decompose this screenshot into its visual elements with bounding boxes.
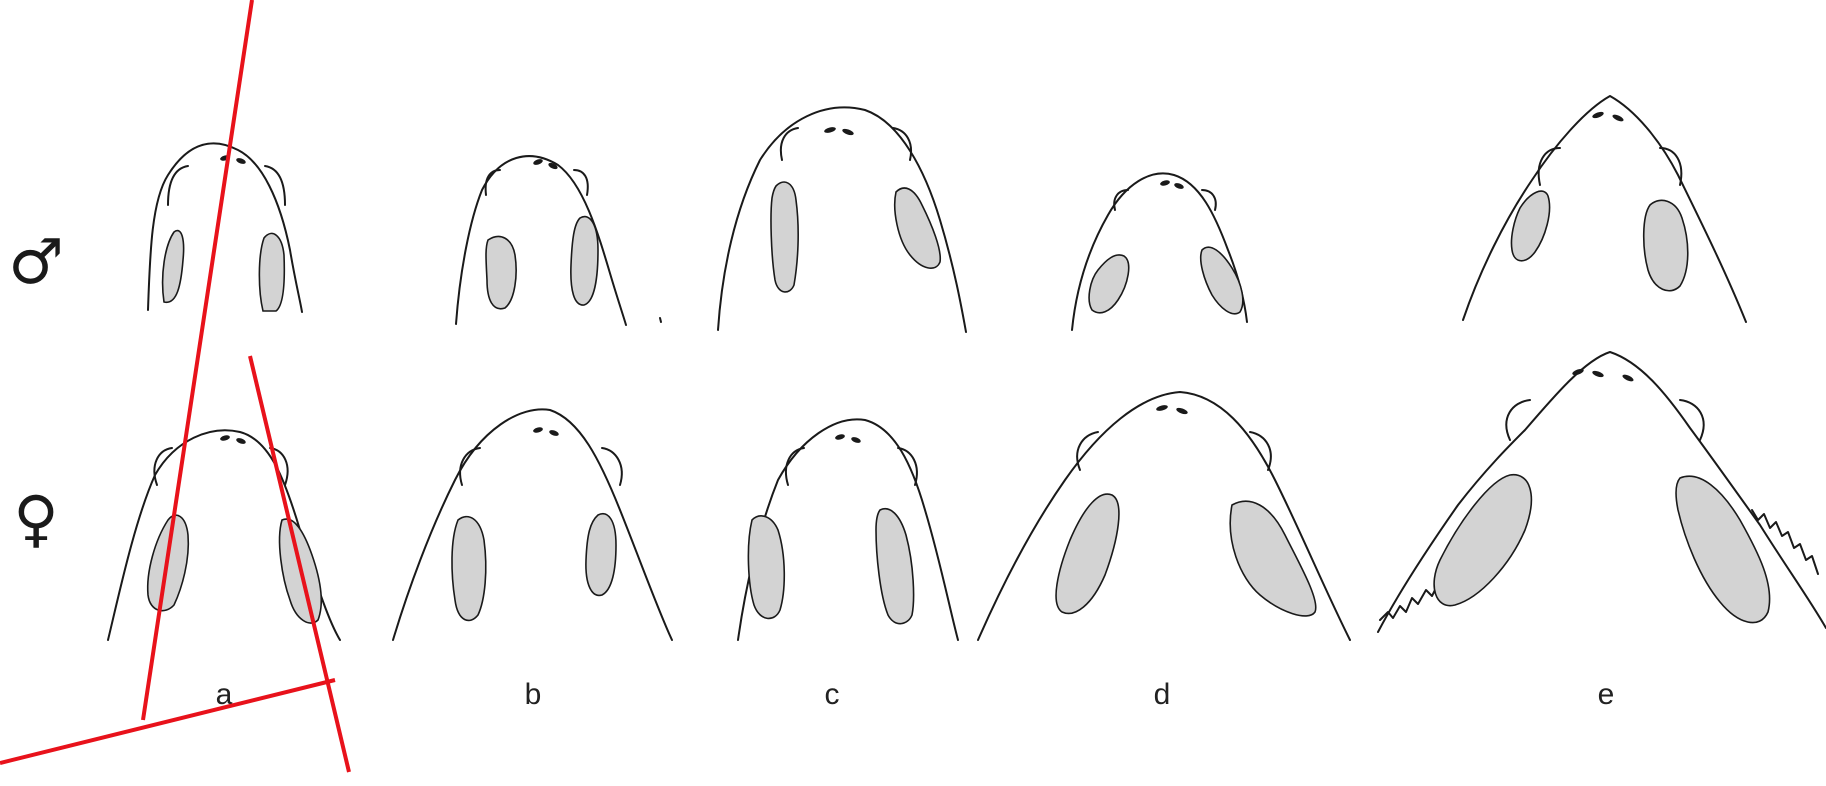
head-male-c [718, 107, 966, 332]
column-label-c: c [825, 678, 840, 711]
red-line-steep [143, 0, 252, 720]
male-symbol: ♂ [8, 225, 64, 298]
column-label-d: d [1154, 678, 1171, 711]
red-line-bottom [0, 680, 335, 763]
head-female-a [108, 430, 340, 640]
head-female-c [738, 419, 958, 640]
head-female-d [978, 392, 1350, 640]
head-female-b [393, 409, 672, 640]
head-male-d [1072, 173, 1247, 330]
head-male-b [456, 156, 661, 325]
red-line-right [250, 356, 349, 772]
column-label-e: e [1598, 678, 1615, 711]
female-symbol: ♀ [13, 482, 58, 555]
head-female-e [1378, 352, 1826, 632]
red-annotation-lines [0, 0, 349, 772]
head-male-e [1463, 96, 1746, 322]
column-label-b: b [525, 678, 542, 711]
